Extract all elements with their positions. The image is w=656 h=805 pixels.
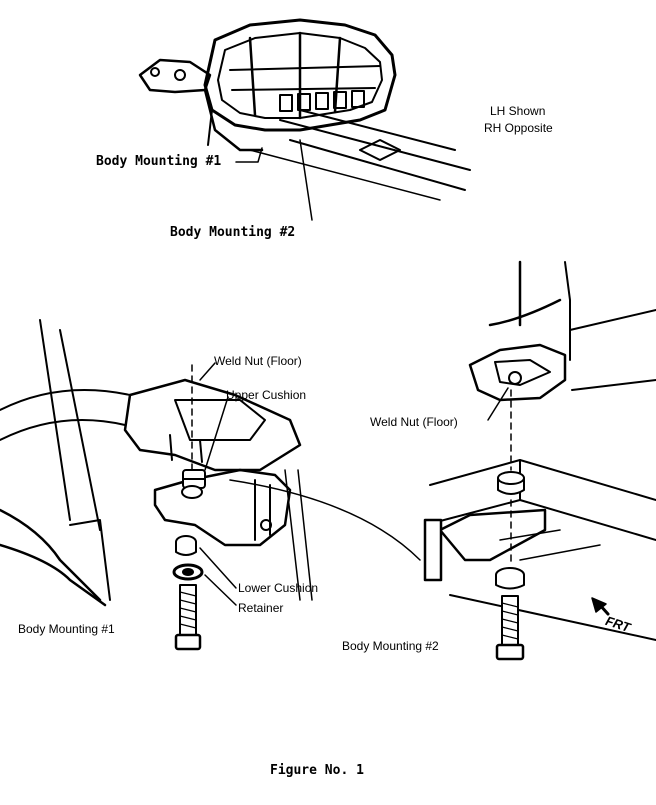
mount1-upper-cushion-label: Upper Cushion [226, 388, 307, 402]
figure-caption: Figure No. 1 [270, 763, 364, 778]
mount1-retainer-label: Retainer [238, 601, 284, 615]
mount1-title: Body Mounting #1 [18, 622, 115, 636]
top-mount2-label: Body Mounting #2 [170, 225, 296, 240]
mount1-detail [0, 319, 421, 651]
mount1-weld-nut-label: Weld Nut (Floor) [214, 354, 302, 368]
orientation-note-line2: RH Opposite [484, 121, 553, 135]
front-arrow-icon [591, 597, 610, 616]
mount2-weld-nut-label: Weld Nut (Floor) [370, 415, 458, 429]
orientation-note-line1: LH Shown [490, 104, 546, 118]
mount2-title: Body Mounting #2 [342, 639, 439, 653]
mount1-lower-cushion-label: Lower Cushion [238, 581, 319, 595]
top-mount1-label: Body Mounting #1 [96, 154, 222, 169]
mount2-detail [423, 260, 656, 661]
body-shell-overview [138, 18, 471, 221]
